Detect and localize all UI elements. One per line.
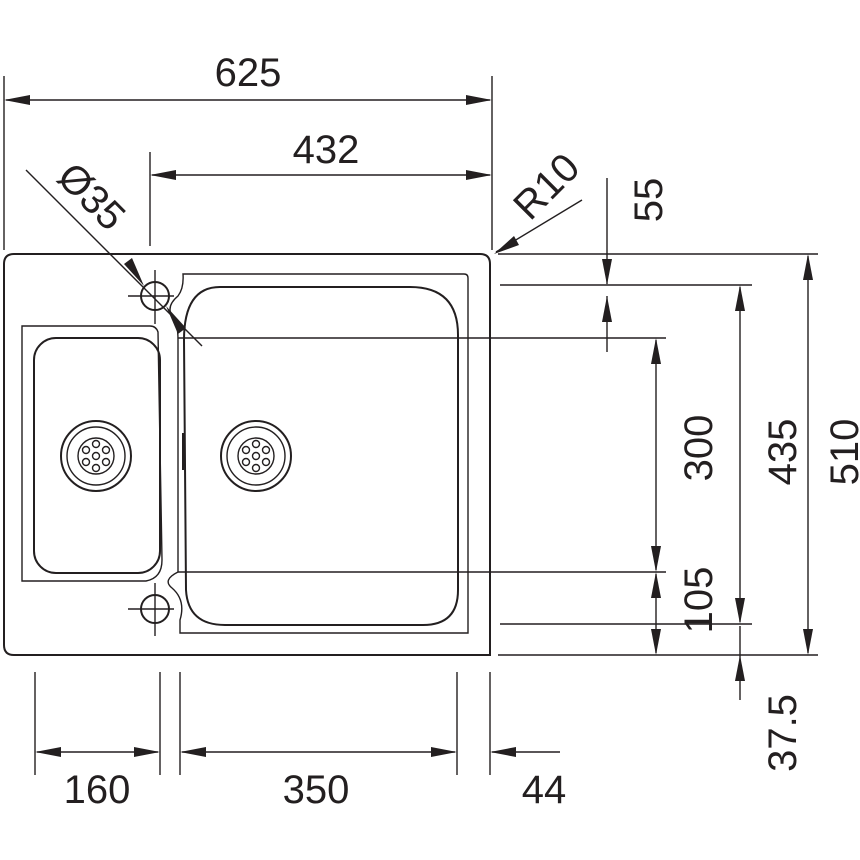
label-small-bowl-width: 160 — [64, 768, 131, 812]
label-edge-offset: 37.5 — [761, 694, 805, 772]
label-overall-width: 625 — [215, 51, 282, 95]
dimension-top-offset: 55 — [602, 178, 671, 352]
label-bowl-depth: 300 — [677, 415, 721, 482]
label-right-margin: 44 — [522, 768, 567, 812]
large-bowl — [182, 286, 459, 626]
dimension-corner-radius: R10 — [494, 145, 588, 254]
sink-outline — [3, 253, 491, 656]
large-bowl-frame — [167, 273, 469, 634]
dimension-overall-width: 625 — [4, 51, 492, 105]
label-overall-length: 510 — [823, 419, 860, 486]
label-tap-hole-diameter: Ø35 — [49, 155, 134, 240]
dimension-bottom-offset: 105 — [651, 567, 721, 655]
extension-lines — [3, 76, 818, 775]
small-bowl-deck — [21, 325, 163, 582]
dimension-large-bowl-width: 350 — [180, 747, 457, 812]
label-large-bowl-width: 350 — [283, 768, 350, 812]
dimension-bowl-depth: 300 — [651, 338, 721, 572]
label-inner-length: 435 — [761, 419, 805, 486]
label-bottom-offset: 105 — [677, 567, 721, 634]
dimension-small-bowl-width: 160 — [35, 747, 160, 812]
dimension-tap-hole-diameter: Ø35 — [25, 155, 203, 347]
dimension-right-margin: 44 — [490, 747, 566, 812]
dimension-inner-length: 435 — [735, 285, 805, 624]
large-bowl-drain — [220, 420, 292, 492]
label-large-bowl-span: 432 — [293, 128, 360, 172]
dimension-overall-length: 510 — [803, 254, 860, 655]
small-bowl — [33, 337, 161, 574]
dimension-large-bowl-span: 432 — [150, 128, 492, 180]
small-bowl-drain — [60, 420, 132, 492]
tap-hole-bottom — [128, 583, 174, 636]
tap-hole-top — [128, 270, 174, 324]
dimension-edge-offset: 37.5 — [735, 626, 805, 772]
label-top-offset: 55 — [627, 178, 671, 223]
label-corner-radius: R10 — [505, 145, 588, 228]
